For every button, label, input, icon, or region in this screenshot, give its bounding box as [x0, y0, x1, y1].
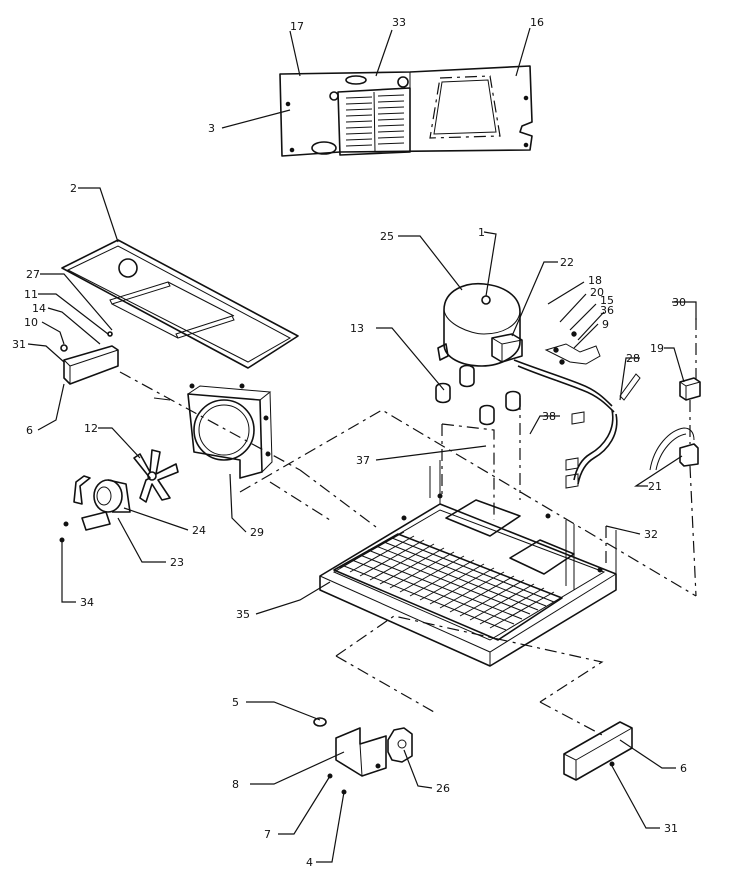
callout-11: 11: [24, 288, 38, 301]
callout-33: 33: [392, 16, 406, 29]
callout-31: 31: [12, 338, 26, 351]
callout-5: 5: [232, 696, 239, 709]
callout-2: 2: [70, 182, 77, 195]
callout-38: 38: [542, 410, 556, 423]
fan-motor: [59, 475, 131, 543]
callout-22: 22: [560, 256, 574, 269]
callout-29: 29: [250, 526, 264, 539]
callout-labels: 17 33 16 3 2 27 11 14 10 31 6 12 24 23 3…: [12, 16, 687, 869]
callout-6: 6: [26, 424, 33, 437]
condenser-coil: [333, 531, 563, 641]
callout-15: 15: [600, 294, 614, 307]
callout-10: 10: [24, 316, 38, 329]
callout-7: 7: [264, 828, 271, 841]
callout-23: 23: [170, 556, 184, 569]
vent-grille: [337, 87, 411, 156]
wire-harness: [513, 331, 641, 489]
callout-16: 16: [530, 16, 544, 29]
callout-37: 37: [356, 454, 370, 467]
callout-28: 28: [626, 352, 640, 365]
callout-30: 30: [672, 296, 686, 309]
condenser-cover: [61, 239, 299, 369]
callout-26: 26: [436, 782, 450, 795]
relay-overload: [491, 333, 523, 363]
right-bracket: [563, 721, 633, 781]
leader-lines: [27, 27, 697, 863]
assembly-lines: [119, 318, 697, 737]
compressor: [435, 282, 521, 426]
callout-14: 14: [32, 302, 46, 315]
drain-bracket: [313, 717, 413, 795]
callout-8: 8: [232, 778, 239, 791]
callout-6-right: 6: [680, 762, 687, 775]
callout-27: 27: [26, 268, 40, 281]
callout-13: 13: [350, 322, 364, 335]
callout-32: 32: [644, 528, 658, 541]
callout-4: 4: [306, 856, 313, 869]
callout-17: 17: [290, 20, 304, 33]
callout-21: 21: [648, 480, 662, 493]
callout-1: 1: [478, 226, 485, 239]
left-bracket: [60, 331, 119, 385]
rear-access-panel: [279, 65, 533, 157]
callout-18: 18: [588, 274, 602, 287]
callout-9: 9: [602, 318, 609, 331]
start-device: [649, 377, 701, 471]
callout-19: 19: [650, 342, 664, 355]
base-pan: [319, 460, 617, 667]
fan-shroud: [153, 383, 273, 479]
callout-24: 24: [192, 524, 206, 537]
fan-blade: [133, 449, 179, 503]
callout-34: 34: [80, 596, 94, 609]
callout-25: 25: [380, 230, 394, 243]
callout-3: 3: [208, 122, 215, 135]
callout-36: 36: [600, 304, 614, 317]
callout-35: 35: [236, 608, 250, 621]
callout-12: 12: [84, 422, 98, 435]
callout-20: 20: [590, 286, 604, 299]
callout-31-right: 31: [664, 822, 678, 835]
